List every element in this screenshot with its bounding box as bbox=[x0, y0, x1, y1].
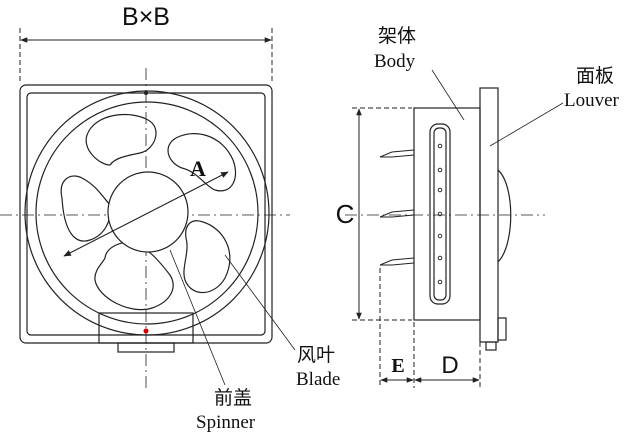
guard-ring-inner bbox=[35, 101, 259, 325]
mounting-screw bbox=[379, 257, 415, 266]
spinner-hub bbox=[107, 171, 189, 253]
front-leaders bbox=[169, 249, 296, 386]
body-label-cn: 架体 bbox=[378, 25, 416, 47]
vent-slot bbox=[429, 123, 451, 305]
d-label: D bbox=[441, 352, 458, 379]
louver-lower-tab bbox=[497, 317, 507, 341]
louver-foot bbox=[485, 341, 497, 351]
mounting-screw bbox=[379, 209, 415, 218]
fan-blade bbox=[85, 113, 157, 166]
slot-dot bbox=[437, 211, 443, 217]
fan-blade bbox=[94, 241, 174, 311]
side-leaders bbox=[431, 69, 564, 147]
spinner-label-en: Spinner bbox=[196, 412, 256, 433]
slot-dot bbox=[437, 187, 443, 193]
dimension-bxb bbox=[19, 28, 273, 82]
mounting-screw bbox=[379, 149, 415, 158]
mounting-screws bbox=[379, 149, 415, 266]
bottom-foot bbox=[117, 342, 175, 353]
indicator-light bbox=[143, 328, 149, 334]
slot-dot bbox=[437, 143, 443, 149]
a-label: A bbox=[190, 156, 206, 181]
slot-dot bbox=[437, 233, 443, 239]
blade-leader bbox=[224, 254, 296, 351]
vent-slot-inner bbox=[433, 127, 447, 301]
dimension-a-line bbox=[63, 171, 229, 257]
spinner-label-cn: 前盖 bbox=[214, 387, 252, 409]
slot-dot bbox=[437, 255, 443, 261]
fan-blade bbox=[183, 220, 231, 294]
fan-blade bbox=[60, 175, 111, 242]
slot-dot bbox=[437, 279, 443, 285]
body-leader bbox=[431, 69, 465, 121]
louver-leader bbox=[489, 102, 564, 147]
bxb-label: B×B bbox=[122, 3, 170, 31]
louver-label-cn: 面板 bbox=[576, 65, 614, 87]
slot-dot bbox=[437, 167, 443, 173]
blade-label-en: Blade bbox=[296, 369, 340, 390]
front-view bbox=[0, 68, 290, 390]
side-view bbox=[345, 87, 545, 351]
louver-bulge bbox=[497, 169, 512, 263]
body-box bbox=[413, 107, 481, 321]
blade-label-cn: 风叶 bbox=[297, 344, 335, 366]
top-marker-dot bbox=[144, 91, 148, 95]
dimension-c bbox=[352, 107, 412, 321]
slot-dots bbox=[437, 143, 443, 285]
guard-ring-outer bbox=[24, 90, 270, 336]
body-label-en: Body bbox=[374, 51, 416, 72]
dimension-e-d bbox=[379, 268, 481, 388]
c-label: C bbox=[336, 199, 355, 229]
spinner-leader bbox=[169, 249, 226, 386]
louver-label-en: Louver bbox=[564, 90, 620, 111]
e-label: E bbox=[391, 355, 404, 377]
